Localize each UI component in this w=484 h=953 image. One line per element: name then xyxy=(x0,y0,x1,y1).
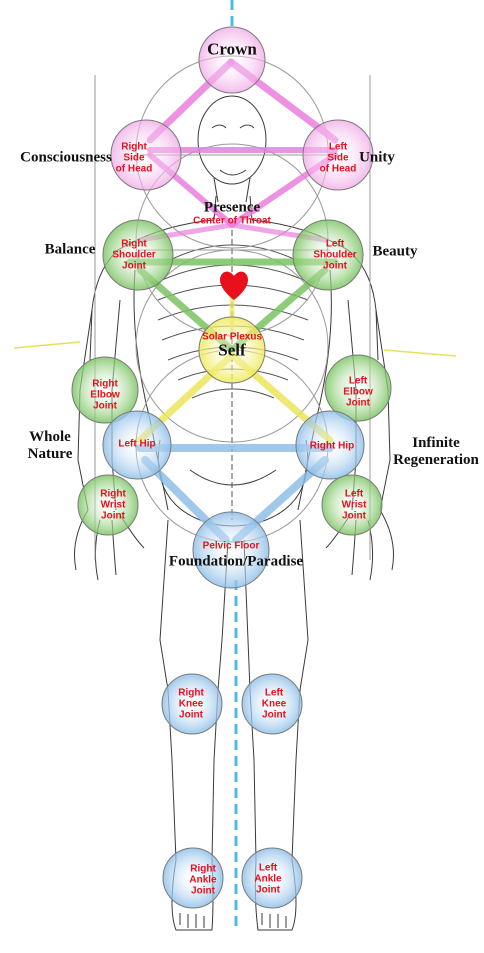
guide-line-left xyxy=(13,341,81,349)
label-beauty: Beauty xyxy=(372,243,418,260)
label-consciousness: Consciousness xyxy=(20,149,112,166)
node-left-side-of-head xyxy=(302,119,374,191)
node-right-elbow-joint xyxy=(71,356,139,424)
node-left-wrist-joint xyxy=(321,474,383,536)
node-left-elbow-joint xyxy=(324,354,392,422)
label-foundation-paradise: Foundation/Paradise xyxy=(168,553,304,570)
label-presence: Presence xyxy=(203,199,261,216)
node-solar-plexus xyxy=(198,316,266,384)
label-whole-nature: Whole Nature xyxy=(27,429,73,462)
node-left-ankle-joint xyxy=(241,847,303,909)
label-unity: Unity xyxy=(359,149,395,166)
node-circles xyxy=(71,26,392,909)
heart-icon xyxy=(220,271,248,300)
node-crown xyxy=(198,26,266,94)
label-self: Self xyxy=(218,340,246,360)
label-balance: Balance xyxy=(44,241,96,258)
node-right-hip xyxy=(295,410,365,480)
guide-line-right xyxy=(383,349,457,357)
node-left-hip xyxy=(102,410,172,480)
node-right-ankle-joint xyxy=(162,847,224,909)
node-right-shoulder-joint xyxy=(102,219,174,291)
node-right-side-of-head xyxy=(110,119,182,191)
label-crown: Crown xyxy=(207,39,257,59)
node-right-wrist-joint xyxy=(77,474,139,536)
node-left-knee-joint xyxy=(241,673,303,735)
node-right-knee-joint xyxy=(161,673,223,735)
node-pelvic-floor xyxy=(192,511,270,589)
label-infinite-regeneration: Infinite Regeneration xyxy=(393,435,479,468)
node-left-shoulder-joint xyxy=(292,219,364,291)
